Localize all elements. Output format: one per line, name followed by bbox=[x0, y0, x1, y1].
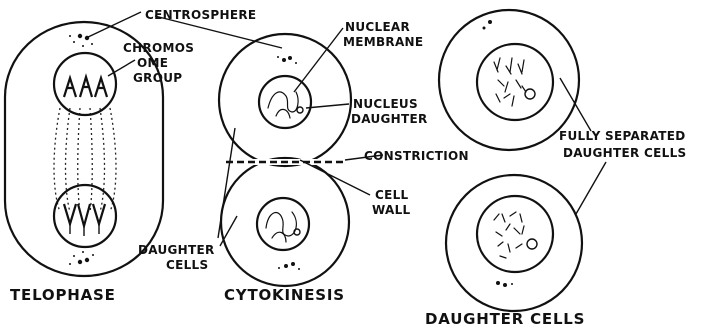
telophase-top-chromosomes bbox=[64, 77, 107, 97]
label-centrosphere: CENTROSPHERE bbox=[145, 8, 256, 22]
stage-title-cytokinesis: CYTOKINESIS bbox=[224, 286, 345, 304]
stage-title-daughter-cells: DAUGHTER CELLS bbox=[425, 310, 585, 328]
label-daughter-cells-3: DAUGHTER CELLS bbox=[563, 146, 686, 160]
label-nuclear-membrane-2: MEMBRANE bbox=[343, 35, 423, 49]
label-wall: WALL bbox=[372, 203, 411, 217]
daughter-cell-top-nucleus bbox=[477, 44, 553, 120]
label-chromosome-group-2: OME bbox=[137, 56, 168, 70]
cytokinesis-centrosphere-top bbox=[277, 56, 297, 64]
cytokinesis-cell bbox=[219, 34, 351, 286]
daughter-cell-top-centrosphere bbox=[483, 20, 493, 30]
daughter-cell-top-chromatin bbox=[494, 58, 535, 106]
label-nucleus: NUCLEUS bbox=[353, 97, 418, 111]
telophase-bottom-chromosomes bbox=[64, 204, 105, 236]
label-chromosome-group-1: CHROMOS bbox=[123, 41, 194, 55]
daughter-cell-bottom-nucleus bbox=[477, 196, 553, 272]
daughter-cell-bottom-chromatin bbox=[494, 212, 537, 258]
label-fully-separated: FULLY SEPARATED bbox=[559, 129, 686, 143]
stage-title-telophase: TELOPHASE bbox=[10, 286, 116, 304]
telophase-centrosphere-bottom bbox=[69, 251, 94, 265]
label-daughter: DAUGHTER bbox=[351, 112, 428, 126]
cytokinesis-upper-nucleus bbox=[259, 76, 311, 128]
label-nuclear-membrane-1: NUCLEAR bbox=[345, 20, 410, 34]
cytokinesis-centrosphere-bottom bbox=[278, 262, 300, 270]
label-daughter-cells-2: CELLS bbox=[166, 258, 208, 272]
label-constriction: CONSTRICTION bbox=[364, 149, 469, 163]
cytokinesis-upper-cell bbox=[219, 34, 351, 166]
daughter-cell-bottom-centrosphere bbox=[496, 281, 513, 287]
label-daughter-cells-1: DAUGHTER bbox=[138, 243, 215, 257]
daughter-cell-top bbox=[439, 10, 579, 150]
spindle-fibres bbox=[54, 108, 116, 212]
telophase-bottom-nucleus bbox=[54, 185, 116, 247]
cytokinesis-upper-nucleolus bbox=[297, 107, 303, 113]
label-cell: CELL bbox=[375, 188, 409, 202]
label-chromosome-group-3: GROUP bbox=[133, 71, 182, 85]
